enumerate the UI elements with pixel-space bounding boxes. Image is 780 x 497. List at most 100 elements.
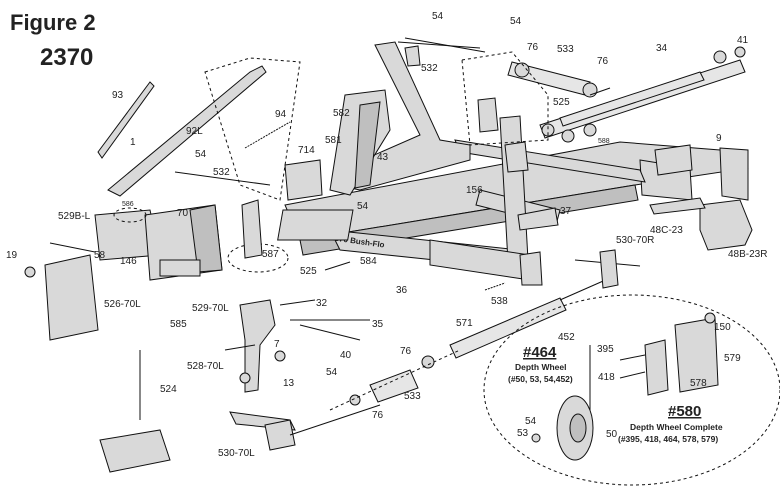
label-532b: 532 <box>421 63 438 74</box>
bolt-418 <box>619 371 646 379</box>
label-54a: 54 <box>195 149 207 160</box>
label-528-70l: 528-70L <box>187 361 224 372</box>
label-48b23r: 48B-23R <box>728 249 767 260</box>
label-48c23: 48C-23 <box>650 225 683 236</box>
decal-586 <box>113 207 147 223</box>
main-frame <box>284 115 749 286</box>
label-571: 571 <box>456 318 473 329</box>
label-529-70l: 529-70L <box>192 303 229 314</box>
shaft-530-70l <box>289 404 381 436</box>
plate-48c23 <box>649 197 706 215</box>
label-530-70l: 530-70L <box>218 448 255 459</box>
hanger-upper-left <box>477 97 499 133</box>
part-labels: 93 1 92L 94 54 532 54 532 714 582 581 43… <box>6 11 767 459</box>
callout-464-parts: (#50, 53, 54,452) <box>508 374 573 384</box>
label-418: 418 <box>598 372 615 383</box>
label-524: 524 <box>160 384 177 395</box>
callout-580-parts: (#395, 418, 464, 578, 579) <box>618 434 718 444</box>
callout-580: #580 Depth Wheel Complete (#395, 418, 46… <box>618 403 723 444</box>
bracket-48b23r <box>699 199 753 251</box>
label-54f: 54 <box>525 416 537 427</box>
label-532a: 532 <box>213 167 230 178</box>
callout-464: #464 Depth Wheel (#50, 53, 54,452) <box>508 344 573 384</box>
label-146: 146 <box>120 256 137 267</box>
label-92l: 92L <box>186 126 203 137</box>
rod-532-left <box>174 171 271 186</box>
label-714: 714 <box>298 145 315 156</box>
rod-40 <box>299 324 361 341</box>
callout-464-number: #464 <box>523 344 557 361</box>
label-587: 587 <box>262 249 279 260</box>
label-579: 579 <box>724 353 741 364</box>
label-54b: 54 <box>432 11 444 22</box>
label-530-70r: 530-70R <box>616 235 654 246</box>
label-395: 395 <box>597 344 614 355</box>
label-94: 94 <box>275 109 287 120</box>
hanger-upper-mid <box>504 141 529 173</box>
label-54c: 54 <box>510 16 522 27</box>
shaft-571 <box>559 277 611 301</box>
depth-wheel-group <box>483 294 780 486</box>
spring-94 <box>244 121 291 149</box>
washer-13 <box>239 372 251 384</box>
bracket-714 <box>284 159 323 201</box>
label-32: 32 <box>316 298 328 309</box>
label-582: 582 <box>333 108 350 119</box>
label-76d: 76 <box>372 410 384 421</box>
label-525b: 525 <box>300 266 317 277</box>
label-585: 585 <box>170 319 187 330</box>
bolt-395 <box>619 354 646 361</box>
label-1: 1 <box>130 137 136 148</box>
label-150: 150 <box>714 322 731 333</box>
tube-571 <box>449 297 567 359</box>
bracket-578 <box>644 339 669 396</box>
washer-7 <box>274 350 286 362</box>
shaft-528 <box>224 344 256 351</box>
bracket-530-70r <box>599 249 619 289</box>
label-36: 36 <box>396 285 408 296</box>
label-40: 40 <box>340 350 352 361</box>
decal-585 <box>159 259 201 277</box>
label-533b: 533 <box>404 391 421 402</box>
label-584: 584 <box>360 256 377 267</box>
label-529bl: 529B-L <box>58 211 91 222</box>
plate-529-70l-side <box>189 204 223 273</box>
label-58: 58 <box>94 250 106 261</box>
label-19: 19 <box>6 250 18 261</box>
callout-580-number: #580 <box>668 403 701 420</box>
label-37: 37 <box>560 206 572 217</box>
label-581: 581 <box>325 135 342 146</box>
label-34: 34 <box>656 43 668 54</box>
callout-464-title: Depth Wheel <box>515 362 566 372</box>
pedal-524 <box>99 429 171 473</box>
strip-93 <box>97 81 155 159</box>
label-35: 35 <box>372 319 384 330</box>
label-70: 70 <box>177 208 189 219</box>
figure-title: Figure 2 <box>10 10 96 35</box>
rod-532-top <box>404 37 486 53</box>
label-588: 588 <box>598 138 610 145</box>
block-37 <box>517 207 559 231</box>
label-50: 50 <box>606 429 618 440</box>
plate-526-70l <box>44 254 99 341</box>
callout-580-title: Depth Wheel Complete <box>630 422 723 432</box>
hitch-tower <box>329 41 481 196</box>
bolt-32 <box>279 299 316 306</box>
label-526-70l: 526-70L <box>104 299 141 310</box>
decal-587 <box>227 243 289 273</box>
label-76c: 76 <box>400 346 412 357</box>
arm-528-70l <box>239 299 276 393</box>
label-43: 43 <box>377 152 389 163</box>
label-452: 452 <box>558 332 575 343</box>
frame-box <box>277 209 354 241</box>
label-13: 13 <box>283 378 295 389</box>
bracket-530-70l <box>264 419 296 451</box>
label-538: 538 <box>491 296 508 307</box>
plate-579 <box>674 317 719 393</box>
arm-92l <box>107 65 267 197</box>
clip-525-upper <box>589 87 611 96</box>
label-9: 9 <box>716 133 722 144</box>
washer-53 <box>531 433 541 443</box>
label-156: 156 <box>466 185 483 196</box>
label-93: 93 <box>112 90 124 101</box>
